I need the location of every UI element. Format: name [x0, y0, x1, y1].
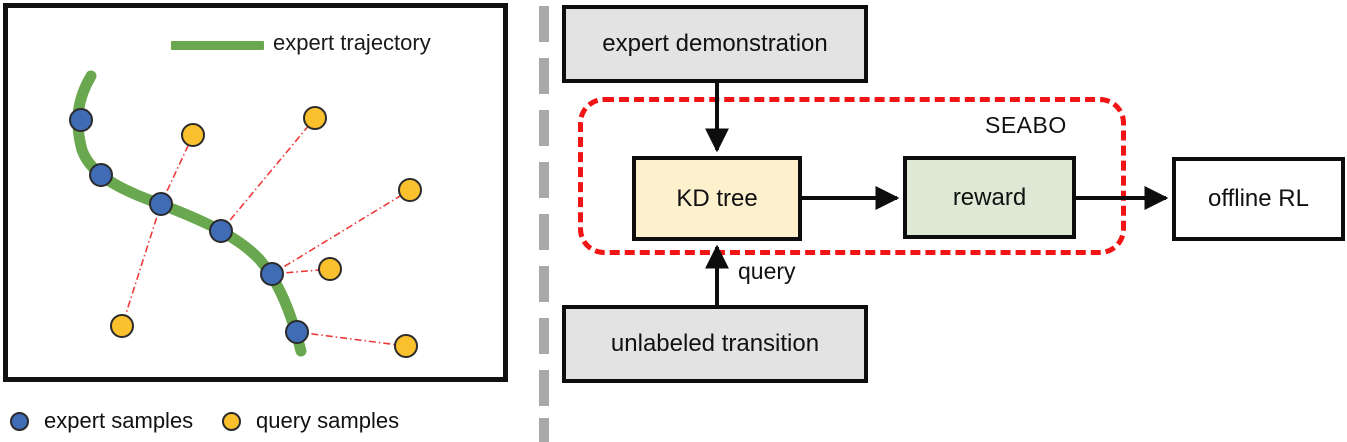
expert-sample-point: [285, 320, 309, 344]
nn-link: [160, 134, 194, 205]
query-sample-point: [398, 178, 422, 202]
seabo-group-label: SEABO: [985, 112, 1067, 138]
legend-expert-label: expert samples: [44, 408, 194, 433]
nn-link: [271, 189, 411, 275]
query-sample-point: [181, 123, 205, 147]
query-sample-point: [303, 106, 327, 130]
node-kd-tree[interactable]: KD tree: [632, 156, 802, 241]
query-sample-point: [110, 314, 134, 338]
node-label: unlabeled transition: [610, 330, 820, 357]
node-label: offline RL: [1208, 185, 1309, 212]
expert-sample-point: [89, 163, 113, 187]
seabo-group-boundary: [578, 97, 1126, 255]
nn-link: [121, 203, 162, 327]
legend-trajectory-swatch: [171, 41, 264, 50]
panel-divider: [539, 0, 549, 442]
legend-query-dot: [222, 412, 241, 431]
node-label: KD tree: [676, 184, 758, 212]
nn-link: [296, 331, 407, 347]
expert-sample-point: [149, 192, 173, 216]
node-label: expert demonstration: [602, 30, 828, 57]
expert-sample-point: [209, 219, 233, 243]
expert-sample-point: [69, 108, 93, 132]
node-reward[interactable]: reward: [903, 156, 1076, 239]
node-unlabeled-transition[interactable]: unlabeled transition: [562, 305, 868, 383]
scatter-panel: expert trajectory: [3, 3, 508, 382]
node-expert-demonstration[interactable]: expert demonstration: [562, 5, 868, 83]
legend-expert-dot: [10, 412, 29, 431]
node-offline-rl[interactable]: offline RL: [1172, 157, 1345, 241]
legend-trajectory-label: expert trajectory: [273, 30, 431, 55]
expert-sample-point: [260, 262, 284, 286]
edge-label-query: query: [738, 258, 796, 284]
scatter-legend: expert samples query samples: [0, 400, 505, 442]
scatter-plot-svg: [69, 70, 422, 358]
query-sample-group: [110, 106, 422, 358]
query-sample-point: [318, 257, 342, 281]
query-sample-point: [394, 334, 418, 358]
nn-link-group: [121, 117, 411, 347]
expert-sample-group: [69, 108, 309, 344]
node-label: reward: [952, 183, 1027, 211]
nn-link: [220, 117, 316, 232]
legend-query-label: query samples: [256, 408, 400, 433]
